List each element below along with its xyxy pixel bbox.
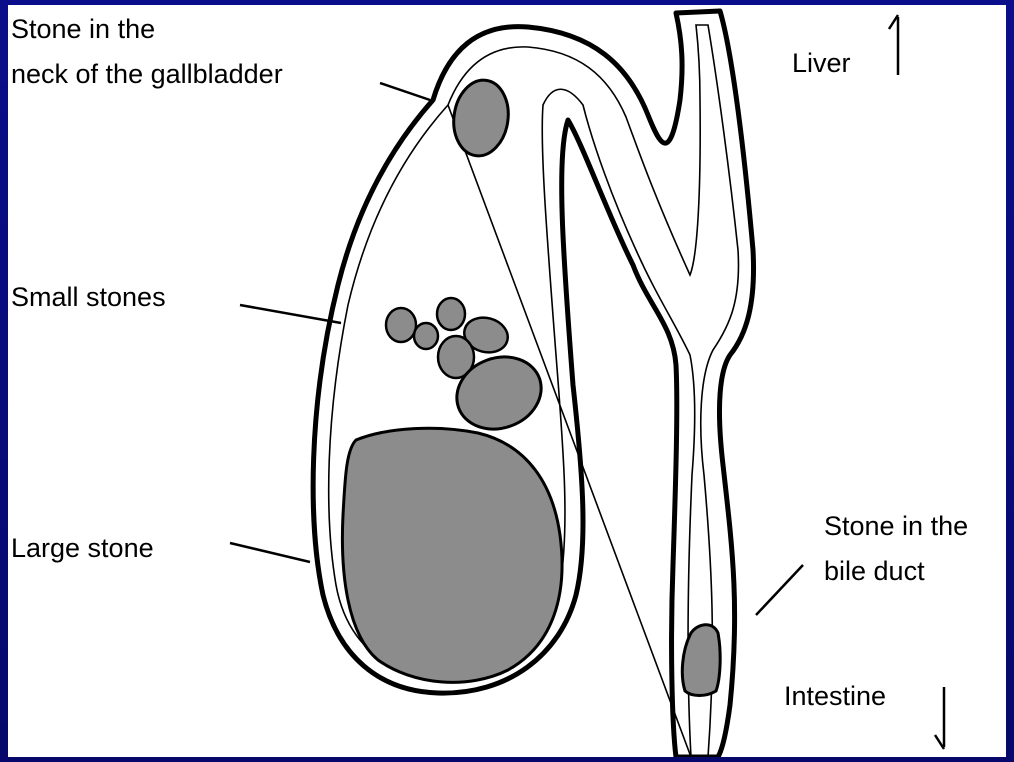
label-duct-stone-line1: Stone in the: [824, 511, 968, 541]
label-large-stone: Large stone: [11, 533, 154, 563]
leader-small-stones: [240, 305, 341, 323]
leader-duct-stone: [756, 565, 803, 615]
label-small-stones: Small stones: [11, 282, 166, 312]
label-liver: Liver: [792, 48, 851, 78]
small-stone-1: [386, 308, 416, 342]
gallbladder-diagram: Stone in the neck of the gallbladder Sma…: [8, 5, 1006, 757]
label-neck-stone-line1: Stone in the: [11, 14, 155, 44]
diagram-panel: Stone in the neck of the gallbladder Sma…: [8, 5, 1006, 757]
liver-arrow: [889, 15, 898, 75]
leader-large-stone: [230, 543, 310, 562]
large-stone: [342, 428, 562, 682]
small-stone-3: [437, 298, 465, 330]
label-intestine: Intestine: [784, 681, 886, 711]
label-duct-stone-line2: bile duct: [824, 556, 925, 586]
small-stone-2: [414, 323, 438, 349]
leader-neck-stone: [380, 83, 430, 100]
intestine-arrow: [935, 687, 944, 749]
label-neck-stone-line2: neck of the gallbladder: [11, 59, 283, 89]
